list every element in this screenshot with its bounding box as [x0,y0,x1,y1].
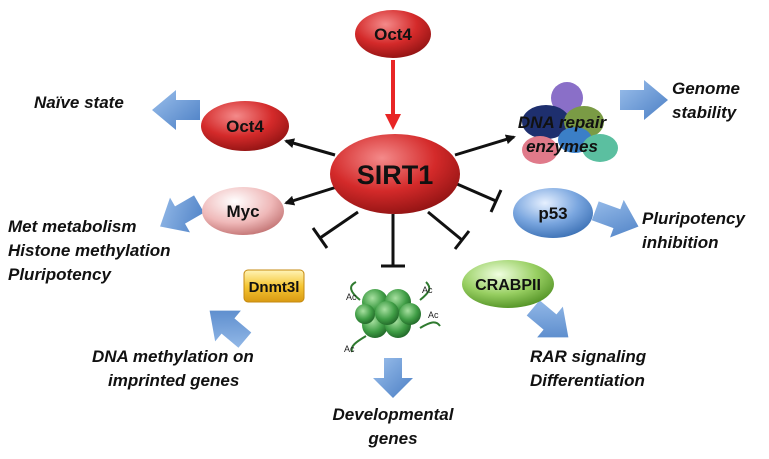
block-arrow-developmental [373,358,413,398]
block-arrow-crabpii [526,300,569,338]
acetyl-label: Ac [428,310,439,320]
block-arrow-genome [620,80,668,120]
outcome-myc-line3: Pluripotency [8,265,113,284]
p53-node: p53 [513,188,593,238]
outcome-p53-line2: inhibition [642,233,718,252]
oct4-top-node: Oct4 [355,10,431,58]
dna-repair-label-line2: enzymes [526,137,598,156]
crabpii-node: CRABPII [462,260,554,308]
outcome-genome-line1: Genome [672,79,740,98]
block-arrow-myc [160,195,205,233]
dnmt3l-node: Dnmt3l [243,269,305,303]
p53-label: p53 [538,204,567,223]
myc-node: Myc [202,187,284,235]
inhibit-sirt1-crabpii [427,210,471,250]
block-arrow-dnmt3l [209,310,252,348]
sirt1-label: SIRT1 [357,160,434,190]
acetyl-label: Ac [422,285,433,295]
myc-label: Myc [226,202,259,221]
outcome-rar-line2: Differentiation [530,371,645,390]
outcome-developmental-line1: Developmental [333,405,455,424]
nucleosome-icon: Ac Ac Ac Ac [344,281,441,354]
acetyl-label: Ac [344,344,355,354]
outcome-dnmt-line1: DNA methylation on [92,347,254,366]
arrow-sirt1-to-myc [284,184,341,206]
dna-repair-label-line1: DNA repair [518,113,608,132]
outcome-myc-line2: Histone methylation [8,241,170,260]
oct4-top-label: Oct4 [374,25,412,44]
block-arrow-p53 [591,199,639,238]
inhibit-sirt1-chromatin [381,214,405,268]
outcome-p53-line1: Pluripotency [642,209,747,228]
crabpii-label: CRABPII [475,277,541,294]
outcome-naive-state: Naïve state [34,93,124,112]
sirt1-node: SIRT1 [330,134,460,214]
inhibit-sirt1-dnmt3l [311,210,359,249]
outcome-myc-line1: Met metabolism [8,217,136,236]
oct4-left-label: Oct4 [226,117,264,136]
outcome-genome-line2: stability [672,103,738,122]
outcome-developmental-line2: genes [367,429,417,448]
oct4-left-node: Oct4 [201,101,289,151]
arrow-sirt1-to-dna-repair [454,134,516,157]
acetyl-label: Ac [346,292,357,302]
block-arrow-naive [152,90,200,130]
arrow-sirt1-to-oct4 [284,138,336,157]
outcome-rar-line1: RAR signaling [530,347,647,366]
dna-repair-enzymes-cluster: DNA repair enzymes [518,82,618,164]
outcome-dnmt-line2: imprinted genes [108,371,239,390]
dnmt3l-label: Dnmt3l [249,279,300,296]
inhibit-sirt1-p53 [456,182,503,213]
